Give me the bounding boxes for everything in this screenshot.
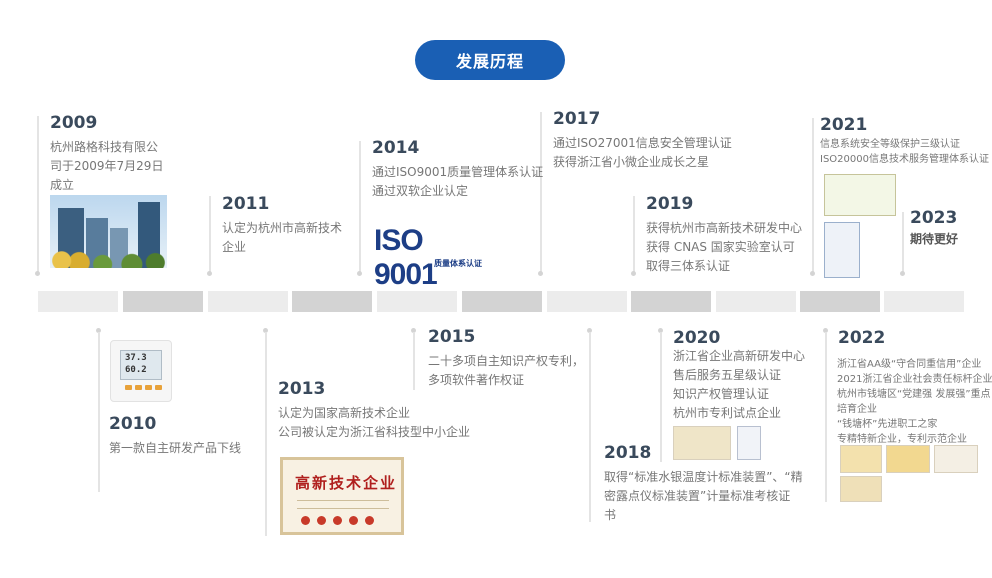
milestone-2018-text: 取得“标准水银温度计标准装置”、“精密露点仪标准装置”计量标准考核证书 <box>604 470 803 522</box>
connector-line <box>37 116 39 273</box>
connector-line <box>98 332 100 492</box>
year-2014: 2014 <box>372 138 420 158</box>
connector-line <box>812 118 814 273</box>
connector-dot <box>411 328 416 333</box>
connector-dot <box>263 328 268 333</box>
connector-dot <box>900 271 905 276</box>
data-logger-device-photo: 37.3 60.2 <box>110 340 172 402</box>
milestone-2017-text: 通过ISO27001信息安全管理认证获得浙江省小微企业成长之星 <box>553 136 732 169</box>
iso9001-logo-text: ISO 9001 <box>374 224 438 291</box>
milestone-2013-text: 认定为国家高新技术企业公司被认定为浙江省科技型中小企业 <box>278 406 471 439</box>
bar-segment <box>547 291 627 312</box>
connector-line <box>265 332 267 536</box>
certificate-thumbnail <box>840 445 882 473</box>
connector-dot <box>96 328 101 333</box>
bar-segment <box>631 291 711 312</box>
device-reading: 37.3 <box>125 353 147 363</box>
device-buttons <box>125 385 162 390</box>
connector-line <box>413 332 415 390</box>
certificate-thumbnail <box>824 174 896 216</box>
certificate-thumbnail <box>737 426 761 460</box>
year-2018: 2018 <box>604 443 652 463</box>
bar-segment <box>208 291 288 312</box>
certificate-heading: 高新技术企业 <box>295 474 398 492</box>
connector-line <box>209 196 211 273</box>
certificate-thumbnail <box>886 445 930 473</box>
bar-segment <box>800 291 880 312</box>
iso9001-logo-caption: 质量体系认证 <box>434 259 482 268</box>
milestone-2009-text: 杭州路格科技有限公司于2009年7月29日成立 <box>50 140 164 192</box>
bar-segment <box>123 291 203 312</box>
device-screen: 37.3 60.2 <box>120 350 162 380</box>
connector-line <box>825 332 827 502</box>
office-building-photo <box>50 195 167 268</box>
year-2020: 2020 <box>673 328 721 348</box>
milestone-2014-text: 通过ISO9001质量管理体系认证通过双软企业认定 <box>372 165 544 198</box>
milestone-2019-text: 获得杭州市高新技术研发中心获得 CNAS 国家实验室认可取得三体系认证 <box>646 221 803 273</box>
bar-segment <box>38 291 118 312</box>
connector-line <box>902 212 904 273</box>
year-2021: 2021 <box>820 115 868 135</box>
connector-dot <box>538 271 543 276</box>
certificate-thumbnail <box>673 426 731 460</box>
connector-line <box>359 141 361 273</box>
connector-line <box>540 112 542 273</box>
bar-segment <box>377 291 457 312</box>
connector-dot <box>357 271 362 276</box>
connector-dot <box>823 328 828 333</box>
milestone-2011-text: 认定为杭州市高新技术企业 <box>222 221 343 254</box>
device-reading: 60.2 <box>125 365 147 375</box>
connector-line <box>589 332 591 522</box>
year-2023: 2023 <box>910 208 958 228</box>
bar-segment <box>462 291 542 312</box>
milestone-2010-text: 第一款自主研发产品下线 <box>109 441 242 455</box>
iso9001-logo: ISO 9001 质量体系认证 <box>372 212 488 291</box>
connector-dot <box>810 271 815 276</box>
connector-dot <box>631 271 636 276</box>
high-tech-enterprise-certificate: 高新技术企业 <box>280 457 404 535</box>
certificate-thumbnail <box>934 445 978 473</box>
connector-dot <box>35 271 40 276</box>
year-2015: 2015 <box>428 327 476 347</box>
year-2011: 2011 <box>222 194 270 214</box>
page-title: 发展历程 <box>415 40 565 80</box>
year-2013: 2013 <box>278 379 326 399</box>
bar-segment <box>292 291 372 312</box>
certificate-thumbnail <box>824 222 860 278</box>
connector-dot <box>207 271 212 276</box>
milestone-2023-text: 期待更好 <box>910 232 959 246</box>
year-2009: 2009 <box>50 113 98 133</box>
year-2022: 2022 <box>838 328 886 348</box>
connector-line <box>633 196 635 273</box>
connector-dot <box>587 328 592 333</box>
year-2019: 2019 <box>646 194 694 214</box>
connector-line <box>660 332 662 462</box>
connector-dot <box>658 328 663 333</box>
milestone-2020-text: 浙江省企业高新研发中心售后服务五星级认证知识产权管理认证杭州市专利试点企业 <box>673 349 806 420</box>
year-2010: 2010 <box>109 414 157 434</box>
bar-segment <box>716 291 796 312</box>
bar-segment <box>884 291 964 312</box>
certificate-thumbnail <box>840 476 882 502</box>
year-2017: 2017 <box>553 109 601 129</box>
milestone-2015-text: 二十多项自主知识产权专利，多项软件著作权证 <box>428 354 585 387</box>
